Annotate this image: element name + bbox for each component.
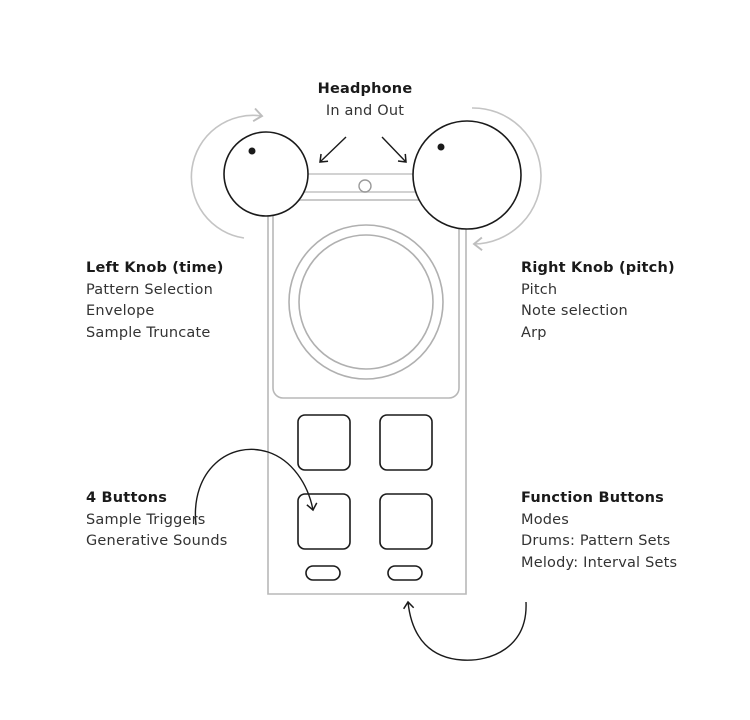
buttons-item: Sample Triggers: [86, 511, 206, 528]
right-knob-title: Right Knob (pitch): [521, 260, 675, 276]
right-knob-rotation-arrow: [471, 107, 542, 252]
left-knob-item: Sample Truncate: [86, 324, 211, 341]
function-button-left[interactable]: [305, 565, 341, 581]
function-buttons-item: Melody: Interval Sets: [521, 554, 678, 571]
pad-button-bottom-right[interactable]: [379, 493, 433, 550]
headphone-title: Headphone: [317, 81, 413, 97]
buttons-item: Generative Sounds: [86, 533, 228, 549]
right-knob-label: Right Knob (pitch) Pitch Note selection …: [521, 258, 675, 344]
buttons-pointer-arrow: [194, 448, 318, 526]
jog-wheel[interactable]: [288, 224, 444, 380]
pad-button-top-left[interactable]: [297, 414, 351, 471]
function-buttons-label: Function Buttons Modes Drums: Pattern Se…: [521, 488, 677, 574]
left-knob-rotation-arrow: [190, 107, 264, 239]
left-knob-title: Left Knob (time): [86, 260, 224, 276]
pad-button-top-right[interactable]: [379, 414, 433, 471]
buttons-title: 4 Buttons: [86, 490, 168, 506]
pad-button-bottom-left[interactable]: [297, 493, 351, 550]
left-knob-item: Pattern Selection: [86, 281, 213, 298]
function-buttons-item: Modes: [521, 511, 570, 528]
right-knob-indicator: [437, 143, 445, 151]
right-knob-item: Note selection: [521, 303, 628, 319]
function-buttons-item: Drums: Pattern Sets: [521, 533, 671, 549]
function-button-right[interactable]: [387, 565, 423, 581]
function-buttons-title: Function Buttons: [521, 490, 665, 506]
headphone-subtitle: In and Out: [325, 102, 405, 119]
headphone-arrow-right: [381, 136, 407, 163]
right-knob-item: Pitch: [521, 281, 558, 298]
buttons-label: 4 Buttons Sample Triggers Generative Sou…: [86, 488, 228, 553]
left-knob-label: Left Knob (time) Pattern Selection Envel…: [86, 258, 224, 344]
headphone-label: Headphone In and Out: [300, 79, 430, 122]
right-knob[interactable]: [412, 120, 522, 230]
left-knob-item: Envelope: [86, 303, 155, 319]
right-knob-item: Arp: [521, 324, 547, 341]
function-buttons-pointer-arrow: [403, 600, 527, 661]
left-knob[interactable]: [223, 131, 309, 217]
headphone-jack: [358, 179, 372, 193]
left-knob-indicator: [248, 147, 256, 155]
headphone-arrow-left: [319, 136, 347, 163]
